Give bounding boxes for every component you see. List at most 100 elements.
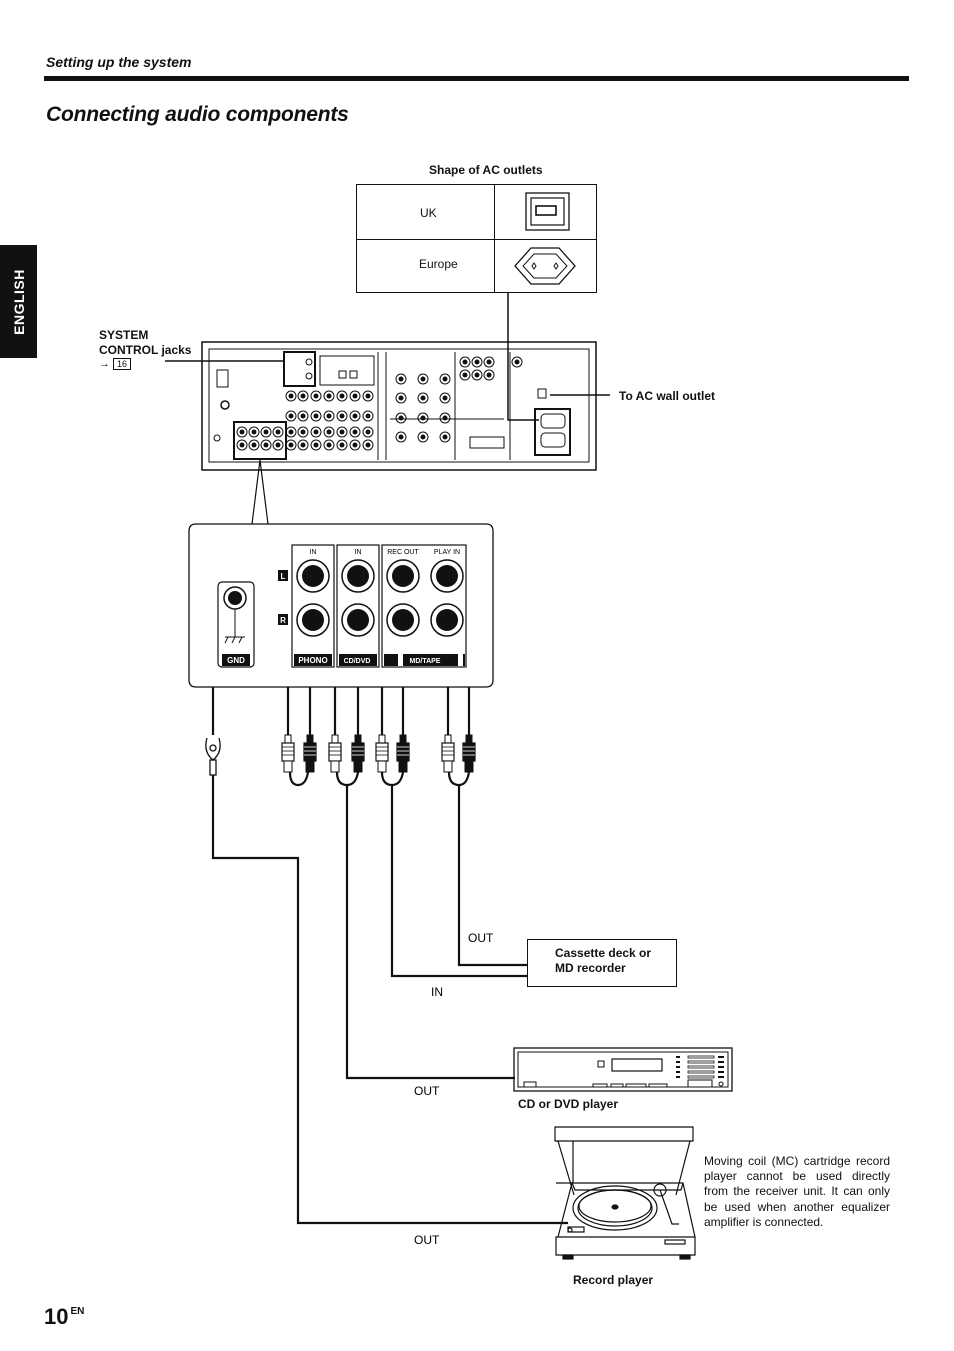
rca-jack	[296, 559, 330, 593]
panel-jack	[362, 410, 374, 422]
rca-plug	[328, 734, 342, 773]
cd-button	[676, 1061, 680, 1063]
panel-jack	[511, 356, 523, 368]
panel-jack	[459, 369, 471, 381]
page-number-value: 10	[44, 1304, 69, 1329]
panel-jack	[297, 426, 309, 438]
rec-out-label: REC OUT	[387, 549, 419, 556]
cd-button	[687, 1065, 715, 1069]
cd-button	[687, 1055, 715, 1059]
cd-player-label: CD or DVD player	[518, 1097, 619, 1111]
cd-player-buttons	[676, 1055, 724, 1079]
rca-plug	[375, 734, 389, 773]
panel-jack	[248, 439, 260, 451]
phono-in-label: IN	[310, 549, 317, 556]
panel-jack	[362, 426, 374, 438]
rca-jack	[386, 559, 420, 593]
panel-jack	[349, 410, 361, 422]
europe-label: Europe	[419, 257, 458, 271]
panel-jack	[310, 410, 322, 422]
panel-jack	[336, 390, 348, 402]
panel-jack	[439, 373, 451, 385]
cd-out-label: OUT	[414, 1084, 440, 1098]
rca-plug	[351, 734, 365, 773]
panel-jack	[297, 410, 309, 422]
rca-plug	[303, 734, 317, 773]
panel-jack	[285, 390, 297, 402]
cd-player-illustration	[513, 1047, 733, 1092]
uk-label: UK	[420, 206, 437, 220]
system-control-text: SYSTEM CONTROL jacks	[99, 328, 192, 357]
cd-button	[676, 1076, 680, 1078]
page-ref-number: 16	[113, 358, 132, 370]
panel-jack	[260, 426, 272, 438]
rca-plug	[396, 734, 410, 773]
panel-jack	[336, 410, 348, 422]
panel-jack	[349, 439, 361, 451]
panel-jack	[297, 439, 309, 451]
ac-outlets-title: Shape of AC outlets	[429, 163, 543, 177]
receiver-jacks	[236, 356, 523, 451]
ac-outlets-table: UK Europe	[356, 184, 597, 293]
panel-jack	[310, 390, 322, 402]
panel-jack	[439, 412, 451, 424]
uk-plug-icon	[525, 192, 570, 231]
panel-jack	[483, 356, 495, 368]
panel-jack	[395, 373, 407, 385]
cassette-in-label: IN	[431, 985, 443, 999]
panel-jack	[336, 439, 348, 451]
rca-jack	[430, 603, 464, 637]
cd-button	[718, 1056, 724, 1058]
panel-jack	[417, 373, 429, 385]
cables	[211, 687, 568, 1225]
panel-jack	[248, 426, 260, 438]
panel-jack	[323, 410, 335, 422]
panel-jack	[272, 439, 284, 451]
cd-button	[718, 1076, 724, 1078]
left-channel-label: L	[281, 572, 286, 581]
panel-jack	[362, 439, 374, 451]
record-player-illustration	[554, 1126, 696, 1260]
gnd-label: GND	[227, 656, 245, 665]
cassette-deck-label: Cassette deck or MD recorder	[555, 946, 652, 975]
rca-jack	[386, 603, 420, 637]
europe-plug-icon	[514, 247, 576, 285]
panel-jack	[459, 356, 471, 368]
panel-jack	[272, 426, 284, 438]
panel-jack	[336, 426, 348, 438]
panel-jack	[349, 426, 361, 438]
rca-plug	[441, 734, 455, 773]
panel-jack	[439, 431, 451, 443]
rca-jack	[341, 603, 375, 637]
rca-jack	[341, 559, 375, 593]
panel-jack	[236, 426, 248, 438]
record-out-label: OUT	[414, 1233, 440, 1247]
panel-jack	[417, 392, 429, 404]
rca-jack	[296, 603, 330, 637]
panel-jack	[323, 426, 335, 438]
panel-jack	[285, 439, 297, 451]
panel-jack	[260, 439, 272, 451]
panel-jack	[310, 439, 322, 451]
panel-jack	[297, 390, 309, 402]
right-channel-label: R	[280, 616, 286, 625]
panel-jack	[417, 431, 429, 443]
panel-jack	[323, 390, 335, 402]
cd-button	[718, 1071, 724, 1073]
panel-jack	[483, 369, 495, 381]
panel-jack	[471, 369, 483, 381]
panel-jack	[349, 390, 361, 402]
panel-jack	[471, 356, 483, 368]
cd-button	[687, 1075, 715, 1079]
panel-jack	[362, 390, 374, 402]
language-tab: ENGLISH	[0, 245, 37, 358]
header-rule	[44, 76, 909, 81]
cd-button	[687, 1060, 715, 1064]
cd-button	[676, 1056, 680, 1058]
panel-jack	[439, 392, 451, 404]
cd-in-label: IN	[355, 549, 362, 556]
panel-jack	[285, 410, 297, 422]
rca-plug	[281, 734, 295, 773]
cd-button	[718, 1066, 724, 1068]
